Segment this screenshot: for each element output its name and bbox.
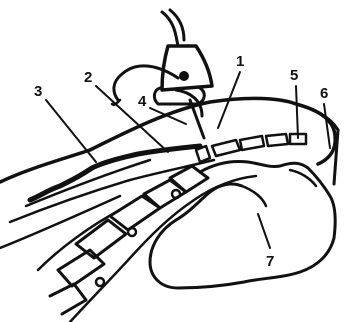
leader-7 xyxy=(258,214,270,248)
label-7: 7 xyxy=(266,253,274,270)
posterior-structure xyxy=(150,161,335,288)
leader-lines xyxy=(46,72,330,248)
label-3: 3 xyxy=(34,83,42,100)
leader-6 xyxy=(324,104,330,148)
label-2: 2 xyxy=(84,69,92,86)
leader-5 xyxy=(296,86,298,138)
label-5: 5 xyxy=(290,67,298,84)
leader-3 xyxy=(46,100,96,162)
label-1: 1 xyxy=(236,53,244,70)
tracheal-rings xyxy=(196,134,306,162)
ultrasound-probe-icon xyxy=(112,10,212,116)
label-4: 4 xyxy=(138,93,147,110)
label-6: 6 xyxy=(320,85,328,102)
